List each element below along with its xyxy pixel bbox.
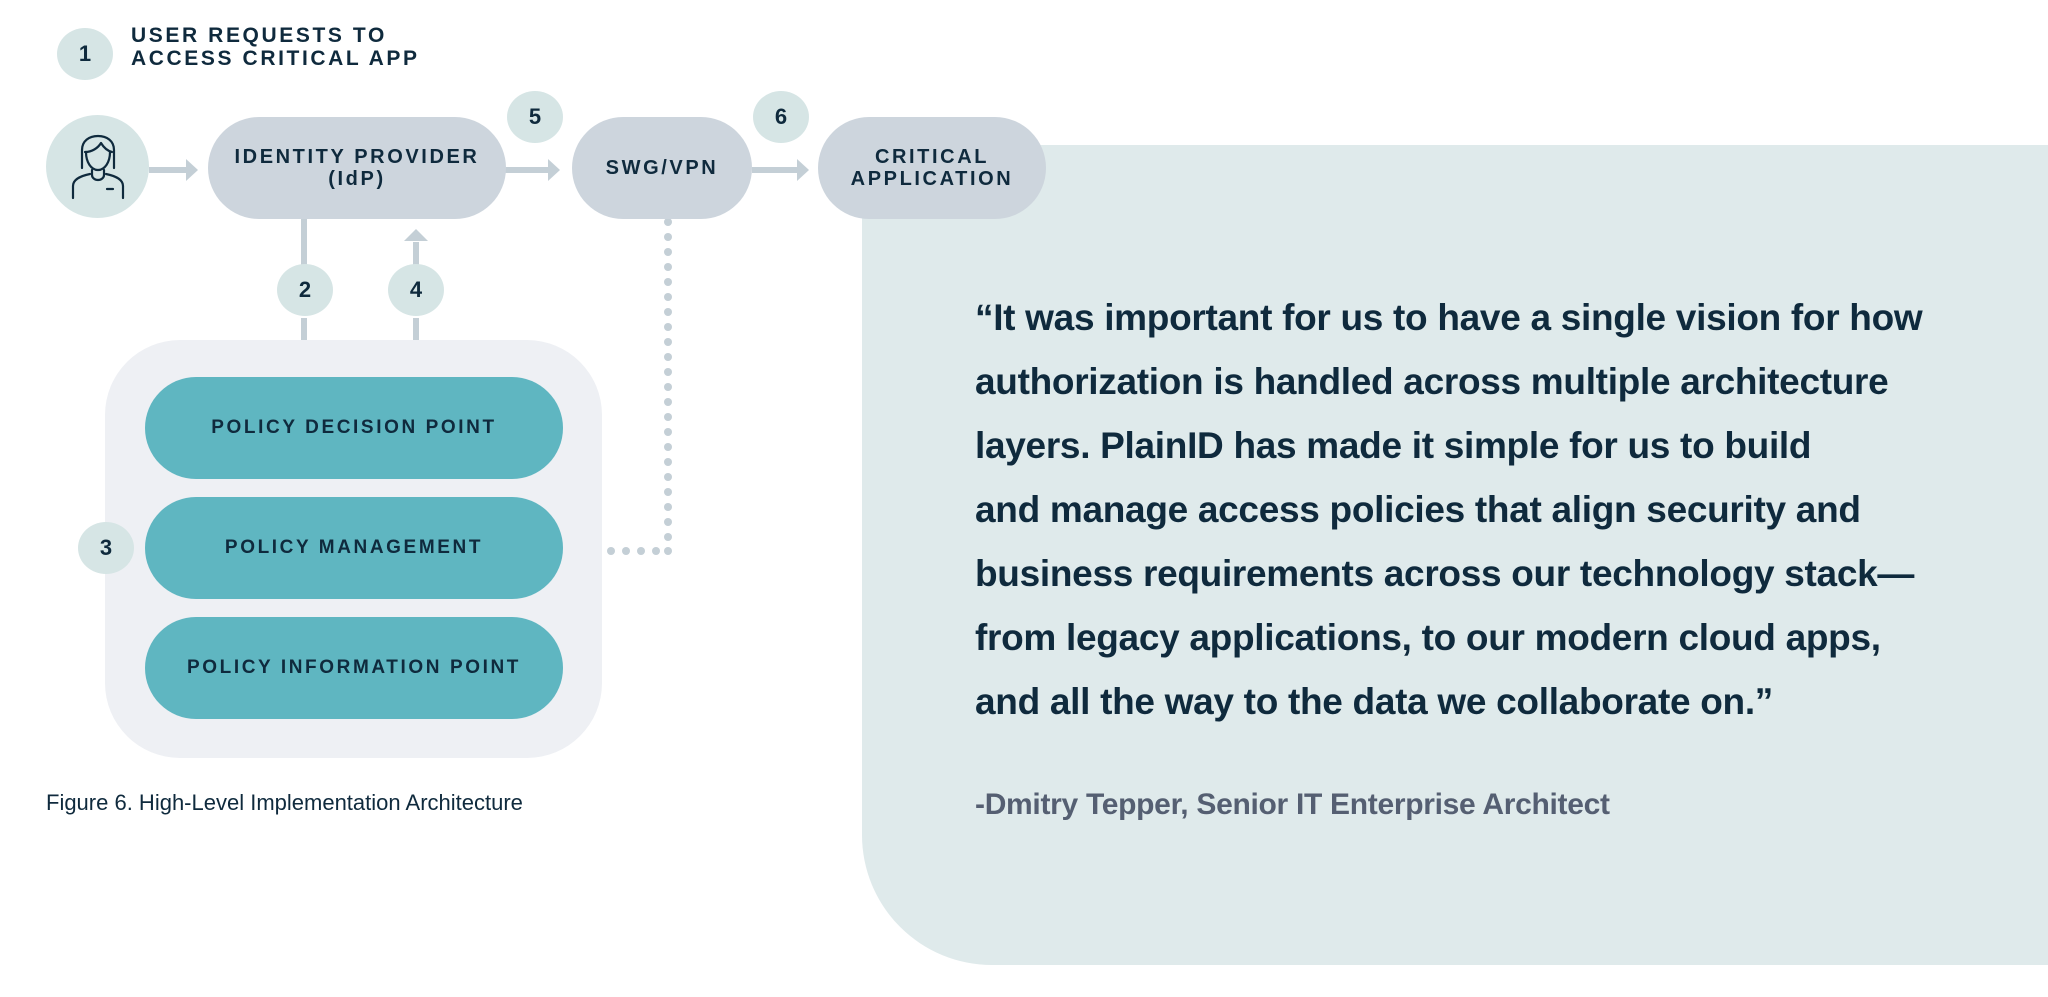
step-badge-4: 4 xyxy=(388,264,444,316)
testimonial-quote: “It was important for us to have a singl… xyxy=(975,297,1923,722)
step1-label: USER REQUESTS TO ACCESS CRITICAL APP xyxy=(131,24,420,70)
step-badge-6: 6 xyxy=(753,91,809,143)
testimonial-author: -Dmitry Tepper, Senior IT Enterprise Arc… xyxy=(975,788,1610,821)
user-node xyxy=(46,115,149,218)
user-icon xyxy=(71,134,124,199)
critical-application-node: CRITICAL APPLICATION xyxy=(818,117,1046,219)
policy-decision-point-node: POLICY DECISION POINT xyxy=(145,377,563,479)
step-badge-1: 1 xyxy=(57,28,113,80)
figure-caption: Figure 6. High-Level Implementation Arch… xyxy=(46,790,523,815)
step-badge-5: 5 xyxy=(507,91,563,143)
quote-panel xyxy=(862,145,2048,965)
swg-vpn-node: SWG/VPN xyxy=(572,117,752,219)
identity-provider-node: IDENTITY PROVIDER (IdP) xyxy=(208,117,506,219)
step-badge-2: 2 xyxy=(277,264,333,316)
policy-information-point-node: POLICY INFORMATION POINT xyxy=(145,617,563,719)
policy-management-node: POLICY MANAGEMENT xyxy=(145,497,563,599)
step-badge-3: 3 xyxy=(78,522,134,574)
